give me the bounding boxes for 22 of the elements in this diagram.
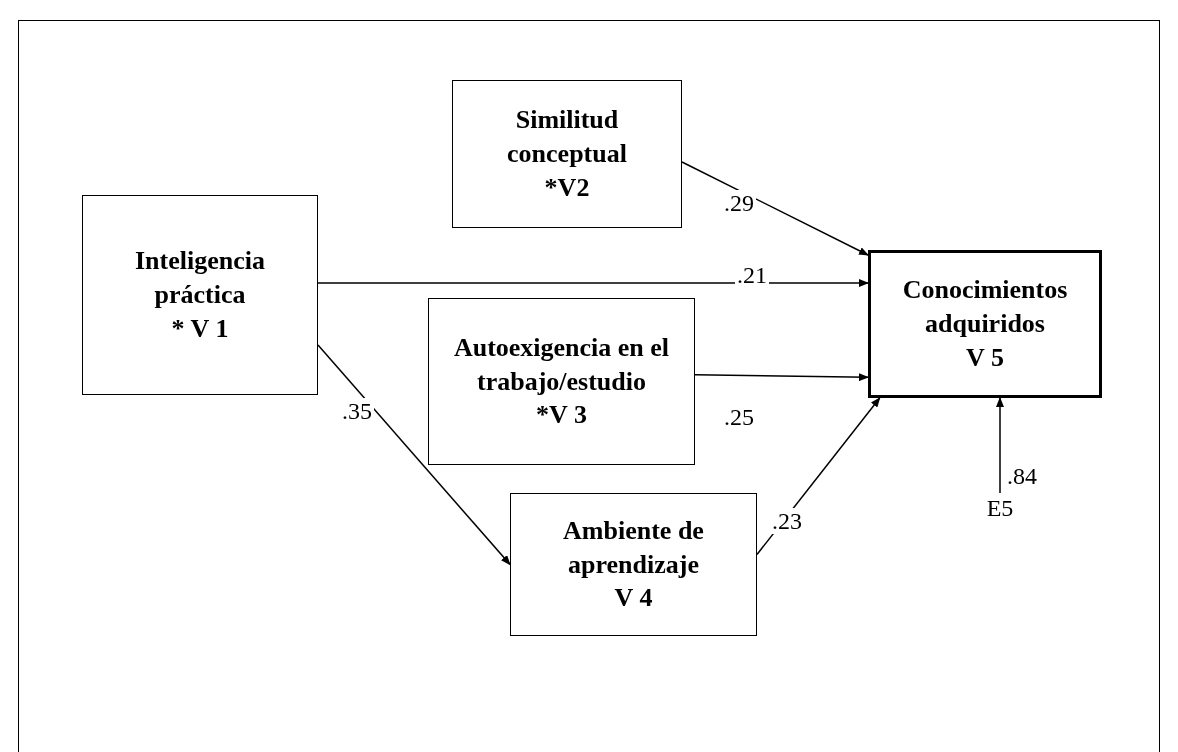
error-term-label: E5 — [975, 493, 1025, 523]
variable-box — [510, 493, 757, 636]
variable-box — [82, 195, 318, 395]
path-arrow — [681, 161, 869, 256]
variable-code: * V 1 — [171, 312, 229, 345]
variable-code: *V2 — [544, 171, 590, 204]
path-arrow — [317, 279, 869, 287]
variable-code: V 4 — [614, 582, 653, 615]
path-arrow — [996, 397, 1004, 494]
variable-name: Conocimientos adquiridos — [901, 274, 1069, 341]
variable-name: Autoexigencia en el trabajo/estudio — [452, 331, 671, 398]
path-coefficient: .23 — [770, 508, 804, 535]
variable-name: Ambiente de aprendizaje — [562, 514, 705, 581]
variable-box — [428, 298, 695, 465]
variable-name: Similitud conceptual — [506, 104, 628, 171]
variable-box — [452, 80, 682, 228]
path-arrow — [694, 373, 869, 382]
variable-name: Inteligencia práctica — [134, 245, 266, 312]
variable-code: V 5 — [966, 341, 1004, 374]
variable-code: *V 3 — [536, 399, 587, 432]
path-arrow — [317, 344, 511, 566]
variable-box — [868, 250, 1102, 398]
